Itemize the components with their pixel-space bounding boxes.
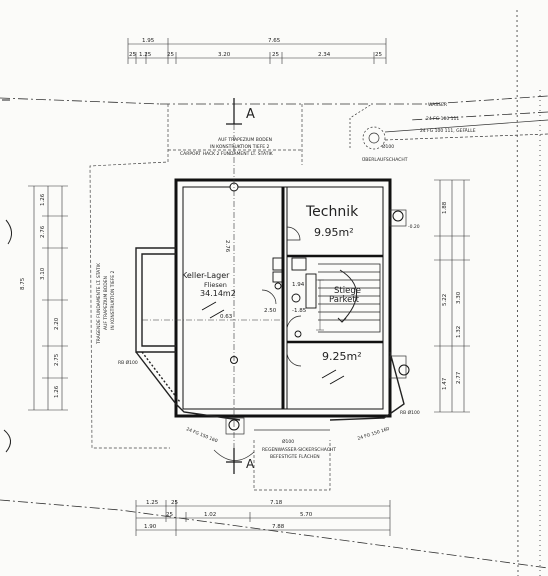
room-keller-name: Keller-Lager: [182, 271, 230, 280]
note-bottom-2: 24 FG 150 160: [357, 426, 391, 442]
bottom-dim-r2-b: 1.02: [204, 512, 216, 518]
inner-dimension: [316, 279, 324, 331]
right-dim-a2: 5.22: [442, 294, 448, 306]
kote-inner-1: 1.94: [292, 282, 305, 288]
top-note-1: AUF TRAPEZIUM BODEN: [218, 137, 272, 143]
right-dim-b3: 2.77: [456, 371, 462, 384]
right-boxes: [225, 209, 407, 435]
internal-walls: [281, 187, 383, 409]
bottom-dim-1-25: 1.25: [146, 500, 159, 506]
top-note-3: CARPORT HACK 2 FUNDAMENT LT. STATIK: [180, 151, 274, 157]
left-dim-3: 3.10: [40, 267, 46, 280]
section-marker-top: [226, 98, 242, 125]
technical-fixtures: [272, 257, 317, 338]
shaft-bottom-diameter: Ø100: [282, 438, 294, 445]
top-dim-g: 25: [375, 52, 382, 58]
right-dim-a1: 1.88: [442, 201, 448, 214]
left-dim-1: 1.26: [40, 193, 46, 206]
section-label-bottom: A: [246, 457, 255, 471]
bottom-dim-1-90: 1.90: [144, 524, 157, 530]
keller-dim: 2.76: [224, 240, 230, 253]
top-dimension-chain: [127, 38, 387, 64]
shaft-top-label: ÜBERLAUFSCHACHT: [362, 156, 408, 163]
bottom-dim-r2-a: 25: [166, 512, 173, 518]
flooring-arrows: [201, 301, 345, 385]
left-dim-2: 2.76: [40, 225, 46, 238]
foundation-zone: [89, 104, 331, 491]
margin-marks: [2, 99, 12, 453]
note-right-2: 24 FG 100 111: [426, 116, 459, 122]
top-dim-a: 25: [129, 52, 136, 58]
doors: [261, 226, 302, 367]
left-dim-5: 2.75: [54, 353, 60, 366]
top-dim-1-95: 1.95: [142, 38, 155, 44]
left-dim-6: 1.26: [54, 385, 60, 398]
top-dim-7-65: 7.65: [268, 38, 281, 44]
right-dim-b1: 3.30: [456, 291, 462, 304]
overflow-shaft-top: [349, 103, 548, 150]
room-technik-area: 9.95m²: [314, 226, 354, 239]
section-cut-line: [142, 124, 283, 460]
stair: [318, 263, 381, 333]
section-label-top: A: [246, 107, 255, 122]
shaft-top-diameter: Ø100: [382, 143, 394, 150]
property-boundary: [0, 9, 548, 576]
section-marker-bottom: [226, 448, 242, 474]
left-note-2: AUF TRAPEZIUM BODEN: [103, 276, 109, 330]
bottom-dimension-chain: [135, 500, 391, 536]
kote-left: RB Ø100: [118, 359, 138, 366]
note-bottom-1: 24 FG 150 160: [185, 426, 218, 444]
room-flur-area: 9.25m²: [322, 350, 362, 363]
kote-inner-2: 2.50: [264, 308, 277, 314]
rb-right: RB Ø100: [400, 409, 420, 416]
note-right-3: 24 FG 100 111, GEFÄLLE: [420, 127, 476, 134]
bottom-dim-25: 25: [171, 500, 178, 506]
left-dim-outer: 8.75: [20, 277, 26, 290]
top-dim-c: 25: [167, 52, 174, 58]
bottom-dim-r2-c: 5.70: [300, 512, 313, 518]
note-right-1: WASSER: [428, 102, 447, 108]
left-note-3: IN KONSTRUKTION TIEFE 2: [110, 270, 116, 330]
wall-markers: [228, 182, 410, 431]
left-note-1: TRAGENDE FUNDAMENTE LT. STATIK: [96, 262, 102, 345]
room-keller-floor: Fliesen: [204, 281, 227, 289]
shaft-bottom-sub: BEFESTIGTE FLÄCHEN: [270, 453, 320, 460]
kote-inner-3: 0.63: [220, 314, 233, 320]
top-dim-d: 3.20: [218, 52, 231, 58]
top-dim-f: 2.34: [318, 52, 331, 58]
room-technik-name: Technik: [305, 204, 359, 220]
right-dimension-chain: [434, 179, 470, 413]
kote-right: -0.20: [408, 224, 420, 230]
room-keller-area: 34.14m2: [200, 289, 236, 298]
stair-label: Stiege: [334, 286, 361, 296]
right-dim-b2: 1.32: [456, 326, 462, 338]
top-dim-b: 1.25: [139, 52, 152, 58]
bottom-dim-7-18: 7.18: [270, 500, 283, 506]
bottom-dim-7-88: 7.88: [272, 524, 285, 530]
top-note-2: IN KONSTRUKTION TIEFE 2: [210, 144, 270, 150]
stair-floor: Parkett: [329, 295, 360, 305]
top-dim-e: 25: [272, 52, 279, 58]
right-dim-a3: 1.47: [442, 377, 448, 390]
kote-inner-4: -1.85: [292, 308, 307, 314]
shaft-bottom-label: REGENWASSER-SICKERSCHACHT: [262, 447, 336, 453]
left-dimension-chain: [28, 185, 68, 411]
left-dim-4: 2.20: [54, 317, 60, 330]
